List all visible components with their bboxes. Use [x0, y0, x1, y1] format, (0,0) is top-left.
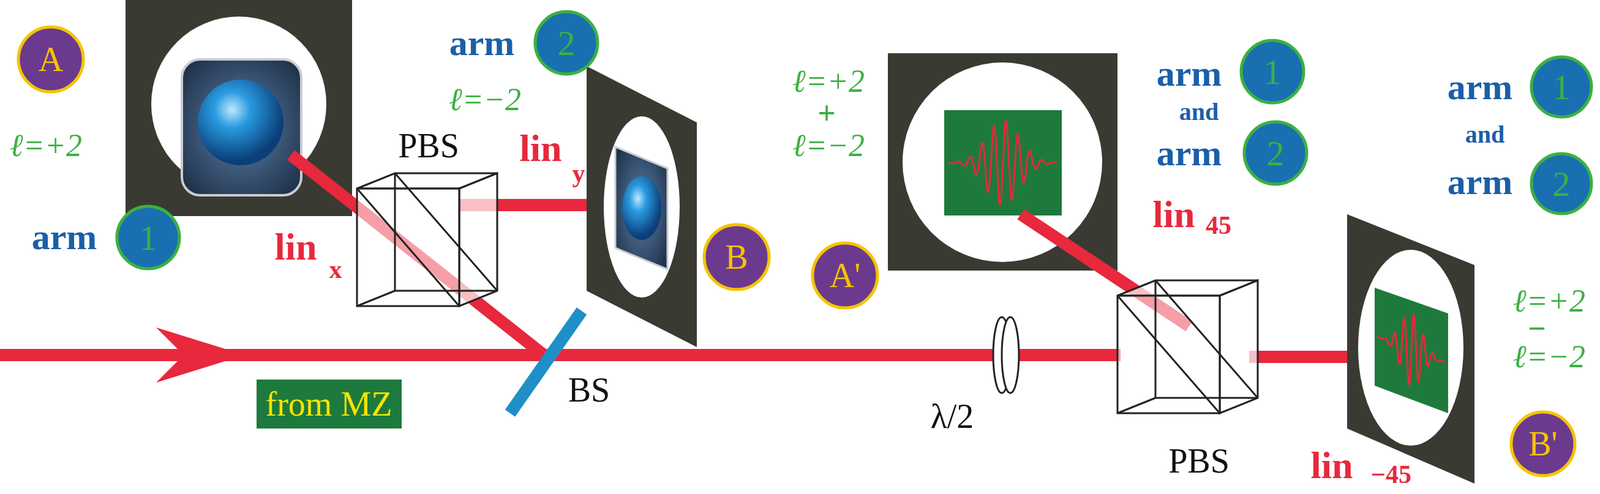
arm-label: arm	[1156, 55, 1223, 92]
beam	[290, 154, 547, 357]
screen-aperture	[902, 62, 1103, 263]
polarization-label: lin	[1153, 195, 1196, 234]
screen-aperture	[1358, 249, 1464, 446]
node-text: 2	[557, 22, 576, 64]
arm-number-circle: 1	[1529, 55, 1594, 119]
label-circle: A	[16, 25, 86, 94]
mode-label: ℓ=−2	[448, 83, 522, 116]
mode-label: ℓ=−2	[792, 129, 865, 162]
ball	[622, 176, 662, 241]
mode-operator: −	[1527, 312, 1547, 345]
pbs-cube	[1117, 280, 1258, 414]
arm-number-circle: 1	[115, 204, 182, 271]
arm-label: arm	[31, 218, 98, 256]
node-text: from MZ	[265, 384, 393, 424]
arm-number-circle: 1	[1239, 38, 1306, 105]
arm-number-circle: 2	[1242, 120, 1309, 187]
arm-label: arm	[449, 24, 515, 62]
label-circle: B'	[1509, 410, 1577, 478]
component-label: λ/2	[930, 399, 975, 434]
mode-label: ℓ=−2	[1513, 341, 1586, 373]
half-wave-plate	[1001, 317, 1019, 394]
screen-aperture	[603, 116, 680, 298]
arm-number-circle: 2	[1529, 151, 1594, 216]
arm-number-circle: 2	[533, 9, 600, 76]
ball-image	[615, 146, 668, 270]
mode-label: ℓ=+2	[1513, 285, 1586, 318]
polarization-label: lin	[1310, 446, 1354, 485]
source-box: from MZ	[256, 379, 402, 429]
node-text: A'	[829, 255, 861, 296]
label-circle: A'	[810, 241, 880, 310]
arm-label: and	[1465, 122, 1506, 147]
node-text: 2	[1266, 132, 1285, 174]
component-label: BS	[568, 372, 611, 408]
mode-operator: +	[817, 97, 836, 130]
beam-arrow	[156, 327, 245, 383]
arm-label: and	[1179, 99, 1220, 125]
polarization-label: lin	[519, 129, 563, 168]
node-text: 1	[1552, 66, 1571, 108]
label-circle: B	[702, 222, 771, 292]
node-text: B	[724, 237, 748, 277]
fringe-wave	[1377, 314, 1446, 385]
polarization-subscript: −45	[1370, 461, 1412, 488]
screen	[1347, 214, 1475, 484]
polarization-subscript: 45	[1205, 212, 1232, 239]
mode-label: ℓ=+2	[792, 65, 865, 98]
pbs-cube	[356, 173, 498, 307]
component-label: PBS	[398, 128, 460, 163]
fringe-image	[944, 110, 1062, 216]
polarization-subscript: y	[572, 160, 586, 187]
node-text: 1	[1263, 51, 1282, 93]
node-text: A	[38, 39, 64, 79]
fringe-wave	[949, 121, 1057, 206]
arm-label: arm	[1156, 134, 1223, 172]
fringe-image	[1374, 287, 1449, 414]
ball	[197, 79, 284, 166]
node-text: 2	[1552, 163, 1571, 205]
screen	[887, 53, 1118, 271]
beam	[1249, 350, 1360, 364]
node-text: 1	[139, 217, 158, 259]
polarization-subscript: x	[329, 256, 343, 283]
component-label: PBS	[1168, 443, 1230, 479]
mode-label: ℓ=+2	[9, 129, 83, 162]
screen	[586, 66, 697, 348]
arm-label: arm	[1447, 68, 1514, 106]
arm-label: arm	[1447, 163, 1514, 201]
node-text: B'	[1528, 424, 1558, 464]
polarization-label: lin	[274, 227, 318, 266]
ball-image	[181, 59, 302, 196]
